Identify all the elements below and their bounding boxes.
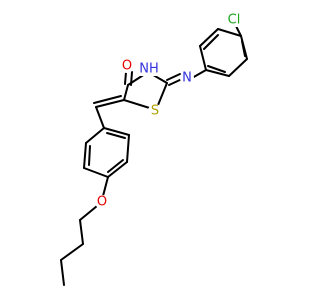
bond-clph-inner-2 [241, 40, 246, 57]
svg-text:O: O [97, 195, 107, 210]
atom-o-ether: O [95, 195, 109, 210]
bond-c4-o-1 [124, 71, 127, 85]
bond-c2-n-imine-2 [168, 78, 183, 86]
bond-bzph-inner-3 [88, 145, 91, 166]
bond-c3-c4 [60, 259, 65, 286]
bond-c5-ch-2 [93, 95, 122, 104]
bond-bzph-1 [103, 127, 130, 136]
atom-n-imine: N [180, 71, 194, 86]
bond-c5-ch-1 [95, 99, 125, 108]
bond-c1-c2 [79, 219, 84, 245]
bond-c4-o-2 [130, 71, 133, 86]
bond-bzph-6 [85, 127, 105, 144]
bond-o-c1 [79, 205, 98, 221]
molecule-canvas: O NH N S Cl O [60, 13, 248, 286]
bond-clph-3 [217, 28, 242, 37]
bond-clph-2 [199, 28, 219, 47]
svg-text:S: S [151, 104, 159, 119]
atom-cl: Cl [224, 13, 244, 28]
bond-bzph-inner-1 [106, 132, 126, 139]
bond-bzph-3 [107, 161, 128, 178]
bond-c-cl [235, 25, 242, 37]
svg-text:Cl: Cl [228, 13, 241, 28]
bond-c2-c3 [60, 243, 84, 261]
bond-clph-inner-1 [203, 34, 219, 50]
bond-bzph-4 [83, 167, 109, 178]
bond-ar-o [102, 176, 109, 197]
bond-bzph-2 [126, 134, 130, 163]
svg-text:N: N [182, 71, 192, 86]
bond-clph-1 [199, 45, 207, 71]
atom-o-carbonyl: O [120, 59, 134, 74]
bond-c2-n-imine-1 [166, 73, 181, 81]
svg-text:NH: NH [139, 62, 159, 77]
structure-diagram: O NH N S Cl O [60, 13, 248, 286]
bond-clph-inner-3 [207, 65, 226, 73]
bond-n-imine-aryl [191, 69, 207, 79]
bond-clph-5 [228, 58, 248, 77]
bond-c4-c5 [123, 84, 129, 101]
atom-nh: NH [139, 62, 159, 77]
bond-bzph-inner-2 [107, 159, 124, 173]
bond-clph-6 [205, 69, 230, 77]
atom-s: S [148, 104, 162, 119]
bond-ch-ring [95, 106, 105, 129]
bond-bzph-5 [83, 142, 87, 169]
svg-text:O: O [122, 59, 132, 74]
